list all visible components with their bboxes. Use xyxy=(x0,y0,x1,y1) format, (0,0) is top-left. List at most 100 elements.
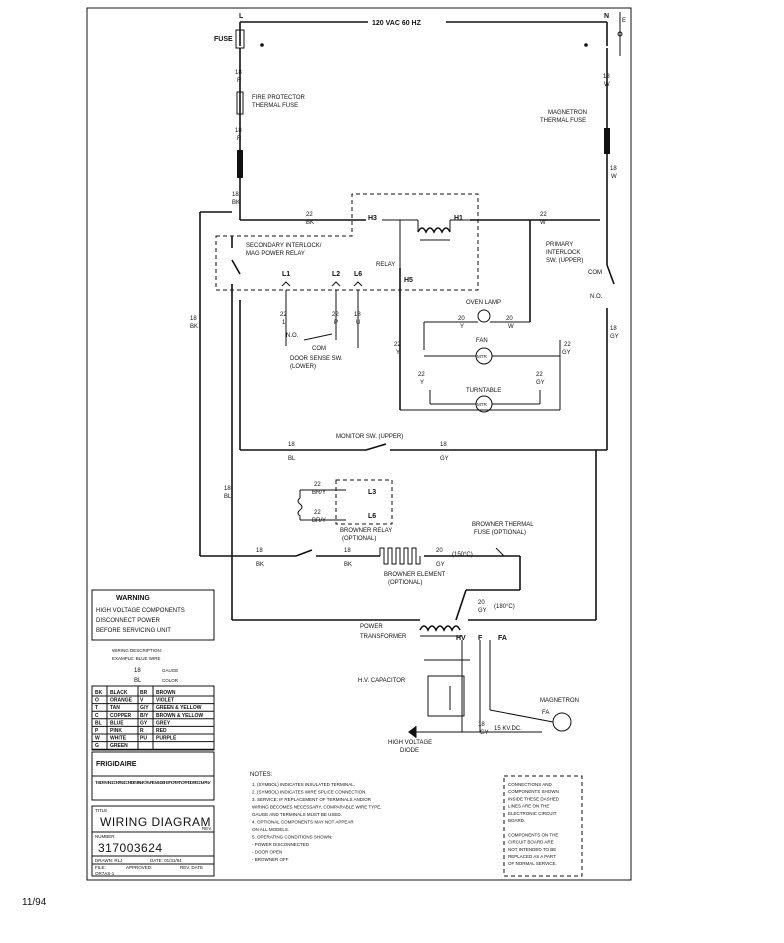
wire-desc-title: WIRING DESCRIPTION: xyxy=(112,648,162,653)
wire-label: W xyxy=(508,324,514,330)
wire-label: 22 xyxy=(564,342,571,348)
terminal-l1: L1 xyxy=(282,271,290,278)
turntable-mtr-label: MTR xyxy=(477,402,487,407)
wire-label: 22 xyxy=(332,312,339,318)
browner-element-label: (OPTIONAL) xyxy=(388,580,422,586)
wire-label: 18 xyxy=(224,486,231,492)
color-code: P xyxy=(95,728,99,734)
oven-lamp-label: OVEN LAMP xyxy=(466,300,501,306)
circuit-note-line: CONNECTIONS AND xyxy=(508,782,553,787)
color-name: GREY xyxy=(156,720,171,726)
secondary-interlock-label: MAG POWER RELAY xyxy=(246,251,305,257)
wire-label: BK xyxy=(190,324,198,330)
circuit-note-line: REPLACED AS A PART xyxy=(508,854,556,859)
note-line: 3. SERVICE: IF REPLACEMENT OF TERMINALS … xyxy=(252,797,372,802)
diagram-number: 317003624 xyxy=(98,841,163,855)
color-name: BROWN & YELLOW xyxy=(156,713,203,719)
note-line: ON ALL MODELS. xyxy=(252,827,289,832)
draw-date: DATE: 01/31/94 xyxy=(150,858,182,863)
door-sense-label: (LOWER) xyxy=(290,364,316,370)
primary-interlock-label: SW. (UPPER) xyxy=(546,258,583,264)
color-code: W xyxy=(95,736,100,742)
browner-element: BROWNER ELEMENT (OPTIONAL) xyxy=(379,547,446,586)
wire-label: 22 xyxy=(314,510,321,516)
color-code: B/Y xyxy=(140,713,149,719)
color-name: BLUE xyxy=(110,720,124,726)
fire-protector-label: FIRE PROTECTOR xyxy=(252,95,306,101)
door-sense-switch: N.O. COM DOOR SENSE SW. (LOWER) xyxy=(285,333,343,370)
title-label: TITLE xyxy=(95,808,107,813)
note-line: GAUGE AND TERMINALS MUST BE USED. xyxy=(252,812,342,817)
browner-relay: 22 BR/Y 22 BR/Y L3 L6 BROWNER RELAY (OPT… xyxy=(297,479,393,542)
wire-label: 22 xyxy=(314,482,321,488)
magnetron: MAGNETRON FA xyxy=(489,698,579,732)
warning-title: WARNING xyxy=(116,595,150,602)
primary-interlock: PRIMARY INTERLOCK SW. (UPPER) COM N.O. xyxy=(546,242,615,450)
wire-label: 18 xyxy=(478,722,485,728)
circuit-note-line: BOARD. xyxy=(508,818,525,823)
diagram-title: WIRING DIAGRAM xyxy=(100,815,211,829)
notes-title: NOTES: xyxy=(250,772,273,778)
title-block: TITLE WIRING DIAGRAM REV. NUMBER 3170036… xyxy=(91,805,215,877)
supply-l-label: L xyxy=(239,13,244,20)
hv-diode-label: DIODE xyxy=(400,748,419,754)
browner-element-label: BROWNER ELEMENT xyxy=(384,572,446,578)
circuit-note-line: ELECTRONIC CIRCUIT xyxy=(508,811,557,816)
fine-print: THIS DRAWING CONTAINS CONFIDENTIAL INFOR… xyxy=(95,780,211,785)
file-label: FILE: xyxy=(95,865,106,870)
wire-desc-color-code: BL xyxy=(134,678,142,684)
color-name: BROWN xyxy=(156,690,176,696)
warning-line: BEFORE SERVICING UNIT xyxy=(96,628,171,634)
turntable-motor: TURNTABLE MTR xyxy=(429,388,541,413)
wire-label: 22 xyxy=(306,212,313,218)
com-label: COM xyxy=(588,270,602,276)
fan-label: FAN xyxy=(476,338,488,344)
note-line: 5. OPERATING CONDITIONS SHOWN: xyxy=(252,835,332,840)
wire-label: 18 xyxy=(354,312,361,318)
warning-line: DISCONNECT POWER xyxy=(96,618,161,624)
color-name: PURPLE xyxy=(156,736,177,742)
supply-voltage: 120 VAC 60 HZ xyxy=(372,20,422,27)
color-name: TAN xyxy=(110,705,120,711)
circuit-note-line: OF NORMAL SERVICE. xyxy=(508,861,557,866)
no-label: N.O. xyxy=(286,333,299,339)
wire-label: BK xyxy=(344,562,352,568)
wire-label: Y xyxy=(396,350,400,356)
color-code: R xyxy=(140,728,144,734)
terminal-h3: H3 xyxy=(368,215,377,222)
oven-lamp: OVEN LAMP xyxy=(423,300,530,350)
wire-desc-gauge-num: 18 xyxy=(134,668,141,674)
note-line: 4. OPTIONAL COMPONENTS MAY NOT APPEAR xyxy=(252,820,354,825)
secondary-interlock-label: SECONDARY INTERLOCK/ xyxy=(246,243,322,249)
turntable-label: TURNTABLE xyxy=(466,388,501,394)
supply-e-label: E xyxy=(622,18,626,24)
warning-line: HIGH VOLTAGE COMPONENTS xyxy=(96,608,185,614)
power-transformer: POWER TRANSFORMER HV F FA xyxy=(360,624,507,642)
note-line: - BROWNER OFF xyxy=(252,857,289,862)
wire-label: 1 xyxy=(282,320,286,326)
wire-label: P xyxy=(334,320,338,326)
color-name: RED xyxy=(156,728,167,734)
color-code: V xyxy=(140,698,144,704)
power-transformer-label: TRANSFORMER xyxy=(360,634,407,640)
page-date: 11/94 xyxy=(22,897,47,908)
wire-label: BK xyxy=(232,200,240,206)
wire-label: BL xyxy=(288,456,296,462)
secondary-interlock: SECONDARY INTERLOCK/ MAG POWER RELAY xyxy=(231,236,322,300)
approved-label: APPROVED: xyxy=(126,865,152,870)
wire-label: GY xyxy=(610,334,619,340)
wire-label: 18 xyxy=(344,548,351,554)
wire-label: 22 xyxy=(418,372,425,378)
hv-diode-label: HIGH VOLTAGE xyxy=(388,740,432,746)
terminal-l6b: L6 xyxy=(368,513,376,520)
color-code: G xyxy=(95,743,99,749)
color-code: BK xyxy=(95,690,103,696)
temp1-label: (150°C) xyxy=(452,552,473,558)
primary-interlock-label: INTERLOCK xyxy=(546,250,580,256)
connector xyxy=(237,150,243,178)
rev-date-label: REV. DATE xyxy=(180,865,203,870)
circuit-note-line: INSIDE THESE DASHED xyxy=(508,796,560,801)
wire-label: W xyxy=(540,220,546,226)
